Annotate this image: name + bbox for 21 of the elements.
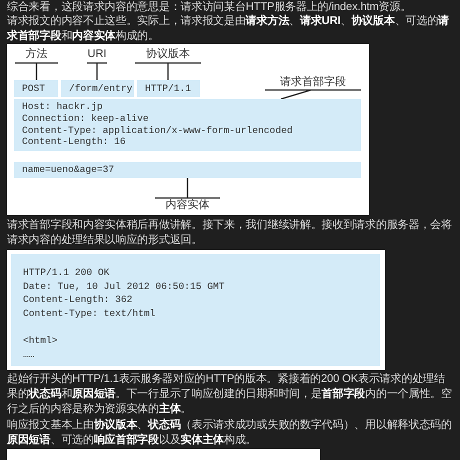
code-block: Host: hackr.jp Connection: keep-alive Content-Type: application/x-www-form-urlencoded Content-Length: 16 — [14, 99, 361, 151]
paragraph: 请求报文的内容不止这些。实际上，请求报文是由请求方法、请求URI、协议版本、可选的请求首部字段和内容实体构成的。 — [7, 14, 450, 43]
part-label: URI — [87, 47, 107, 63]
part-label: 请求首部字段 — [265, 75, 361, 90]
leader-line — [134, 62, 202, 81]
paragraph: 综合来看，这段请求内容的意思是：请求访问某台HTTP服务器上的/index.htm资源。 — [7, 0, 412, 14]
leader-line — [264, 89, 362, 100]
field-box: HTTP/1.1 — [137, 80, 200, 97]
paragraph: 请求首部字段和内容实体稍后再做讲解。接下来，我们继续讲解。接收到请求的服务器，会将请求内容的处理结果以响应的形式返回。 — [7, 218, 453, 248]
field-box: /form/entry — [61, 80, 134, 97]
paragraph: 响应报文基本上由协议版本、状态码（表示请求成功或失败的数字代码）、用以解释状态码的原因短语、可选的响应首部字段以及实体主体构成。 — [7, 418, 453, 448]
code-block: HTTP/1.1 200 OK Date: Tue, 10 Jul 2012 06:50:15 GMT Content-Length: 362 Content-Type: text/html <html> …… — [11, 254, 380, 366]
leader-line — [154, 177, 221, 199]
part-label: 方法 — [15, 47, 58, 63]
leader-line — [14, 62, 59, 81]
part-label: 内容实体 — [155, 198, 220, 213]
paragraph: 起始行开头的HTTP/1.1表示服务器对应的HTTP的版本。紧接着的200 OK表示请求的处理结果的状态码和原因短语。下一行显示了响应创建的日期和时间，是首部字段内的一个属性。空行之后的内容是称为资源实体的主体。 — [7, 372, 453, 417]
leader-line — [86, 62, 108, 81]
field-box: POST — [14, 80, 58, 97]
part-label: 协议版本 — [135, 47, 201, 63]
code-block: name=ueno&age=37 — [14, 162, 361, 178]
